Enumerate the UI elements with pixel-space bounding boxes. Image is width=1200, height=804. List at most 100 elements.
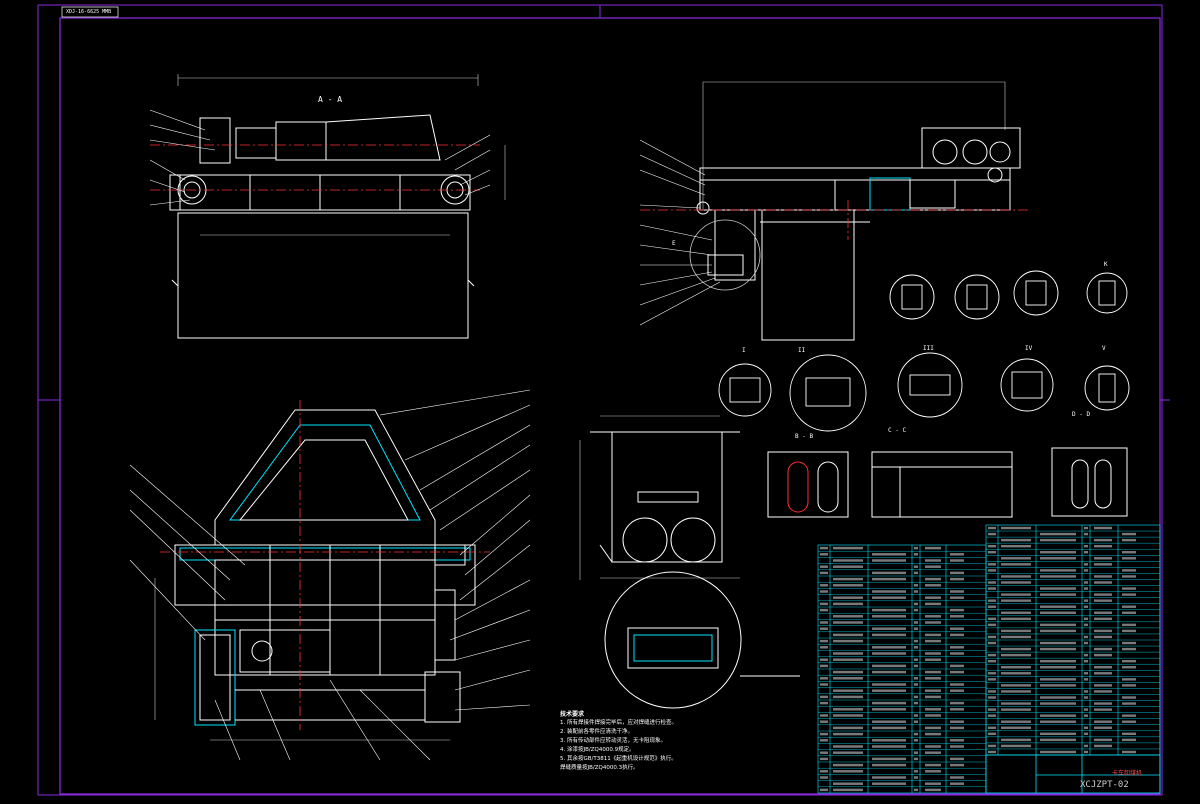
table-cell-text-mark bbox=[1001, 684, 1031, 687]
table-cell-text-mark bbox=[988, 726, 996, 729]
table-cell-text-mark bbox=[872, 701, 906, 705]
table-cell-text-mark bbox=[872, 745, 906, 748]
table-cell-text-mark bbox=[872, 664, 906, 668]
table-cell-text-mark bbox=[914, 677, 918, 680]
table-cell-text-mark bbox=[925, 670, 941, 674]
table-cell-text-mark bbox=[820, 788, 828, 792]
table-cell-text-mark bbox=[925, 602, 941, 606]
table-cell-text-mark bbox=[833, 708, 863, 711]
table-cell-text-mark bbox=[988, 526, 996, 530]
table-cell-text-mark bbox=[914, 658, 918, 661]
table-cell-text-mark bbox=[1001, 672, 1031, 675]
table-cell-text-mark bbox=[1001, 575, 1031, 578]
table-cell-text-mark bbox=[1084, 569, 1088, 572]
side-view-a-a bbox=[169, 74, 479, 339]
hopper-view bbox=[579, 415, 800, 709]
table-cell-text-mark bbox=[872, 689, 906, 692]
table-cell-text-mark bbox=[1094, 647, 1112, 651]
table-cell-text-mark bbox=[1122, 611, 1136, 614]
table-cell-text-mark bbox=[820, 658, 828, 661]
table-cell-text-mark bbox=[872, 571, 906, 575]
corner-tag: XDJ-16-6625 MMB bbox=[66, 9, 112, 15]
table-cell-text-mark bbox=[1084, 526, 1088, 530]
table-cell-text-mark bbox=[950, 553, 964, 556]
table-cell-text-mark bbox=[914, 701, 918, 705]
table-cell-text-mark bbox=[988, 653, 996, 657]
table-cell-text-mark bbox=[988, 623, 996, 627]
table-cell-text-mark bbox=[1094, 708, 1112, 711]
table-cell-text-mark bbox=[925, 615, 941, 618]
end-view-leader-lines bbox=[639, 139, 721, 326]
table-cell-text-mark bbox=[1084, 563, 1088, 566]
table-cell-text-mark bbox=[833, 770, 863, 773]
section-label-b-b: B - B bbox=[795, 433, 813, 440]
table-cell-text-mark bbox=[914, 757, 918, 761]
table-cell-text-mark bbox=[988, 617, 996, 621]
table-cell-text-mark bbox=[950, 559, 964, 562]
table-cell-text-mark bbox=[820, 546, 828, 550]
table-cell-text-mark bbox=[1084, 690, 1088, 693]
table-cell-text-mark bbox=[1084, 587, 1088, 590]
table-cell-text-mark bbox=[1084, 708, 1088, 711]
table-cell-text-mark bbox=[1122, 605, 1136, 608]
table-cell-text-mark bbox=[925, 559, 941, 562]
table-cell-text-mark bbox=[1094, 672, 1112, 675]
table-cell-text-mark bbox=[872, 646, 906, 649]
table-cell-text-mark bbox=[833, 615, 863, 618]
table-cell-text-mark bbox=[872, 708, 906, 711]
table-cell-text-mark bbox=[925, 745, 941, 748]
table-cell-text-mark bbox=[1122, 575, 1136, 578]
table-cell-text-mark bbox=[1122, 702, 1136, 705]
table-cell-text-mark bbox=[950, 646, 964, 649]
table-cell-text-mark bbox=[1001, 666, 1031, 669]
table-cell-text-mark bbox=[1084, 605, 1088, 608]
table-cell-text-mark bbox=[1001, 738, 1031, 742]
table-cell-text-mark bbox=[820, 776, 828, 779]
table-cell-text-mark bbox=[872, 596, 906, 599]
table-cell-text-mark bbox=[988, 750, 996, 754]
table-cell-text-mark bbox=[925, 639, 941, 643]
table-cell-text-mark bbox=[833, 670, 863, 674]
table-cell-text-mark bbox=[833, 695, 863, 699]
table-cell-text-mark bbox=[833, 621, 863, 624]
table-cell-text-mark bbox=[833, 565, 863, 568]
table-cell-text-mark bbox=[950, 664, 964, 668]
table-cell-text-mark bbox=[914, 770, 918, 773]
table-cell-text-mark bbox=[872, 553, 906, 556]
table-cell-text-mark bbox=[1040, 647, 1076, 651]
title-block-product-name: 卡车卸煤机 bbox=[1112, 770, 1143, 777]
table-cell-text-mark bbox=[1094, 544, 1112, 548]
table-cell-text-mark bbox=[1094, 744, 1112, 748]
parts-list-right-text-marks bbox=[988, 526, 1136, 754]
table-cell-text-mark bbox=[925, 584, 941, 587]
detail-label-iv: IV bbox=[1025, 345, 1033, 352]
table-cell-text-mark bbox=[1084, 678, 1088, 681]
table-cell-text-mark bbox=[1001, 611, 1031, 614]
table-cell-text-mark bbox=[914, 639, 918, 643]
plan-view bbox=[154, 409, 476, 741]
table-cell-text-mark bbox=[1094, 599, 1112, 602]
table-cell-text-mark bbox=[925, 621, 941, 624]
table-cell-text-mark bbox=[988, 641, 996, 645]
table-cell-text-mark bbox=[820, 571, 828, 575]
table-cell-text-mark bbox=[988, 551, 996, 554]
table-cell-text-mark bbox=[914, 720, 918, 723]
table-cell-text-mark bbox=[833, 689, 863, 692]
table-cell-text-mark bbox=[833, 788, 863, 792]
table-cell-text-mark bbox=[914, 584, 918, 587]
table-cell-text-mark bbox=[1122, 647, 1136, 651]
table-cell-text-mark bbox=[950, 615, 964, 618]
table-cell-text-mark bbox=[820, 584, 828, 587]
table-cell-text-mark bbox=[950, 652, 964, 655]
table-cell-text-mark bbox=[1040, 538, 1076, 542]
table-cell-text-mark bbox=[1122, 623, 1136, 627]
table-cell-text-mark bbox=[1084, 696, 1088, 699]
table-cell-text-mark bbox=[833, 763, 863, 767]
table-cell-text-mark bbox=[1001, 544, 1031, 548]
table-cell-text-mark bbox=[1122, 569, 1136, 572]
table-cell-text-mark bbox=[988, 659, 996, 663]
table-cell-text-mark bbox=[925, 708, 941, 711]
table-cell-text-mark bbox=[833, 658, 863, 661]
